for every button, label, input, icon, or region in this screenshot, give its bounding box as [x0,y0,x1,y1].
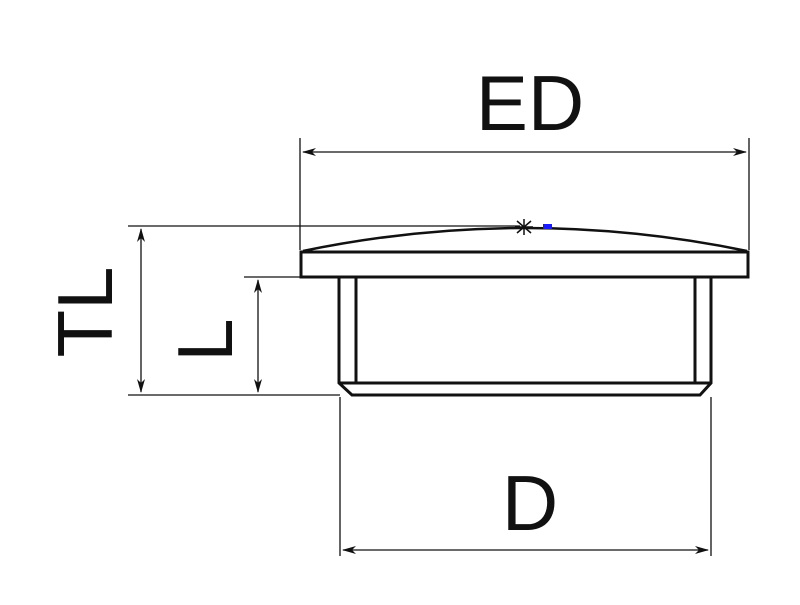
apex-marker-icon [515,219,533,235]
tl-label: TL [41,266,129,357]
d-dimension [339,397,712,556]
cap-flange [299,226,750,279]
d-label: D [502,459,558,547]
plug-body [337,277,713,397]
ed-label: ED [476,59,584,147]
ed-dimension [299,138,750,250]
l-label: L [161,318,249,361]
origin-marker-icon [543,224,552,229]
tl-dimension [128,225,520,396]
l-dimension [244,276,338,393]
